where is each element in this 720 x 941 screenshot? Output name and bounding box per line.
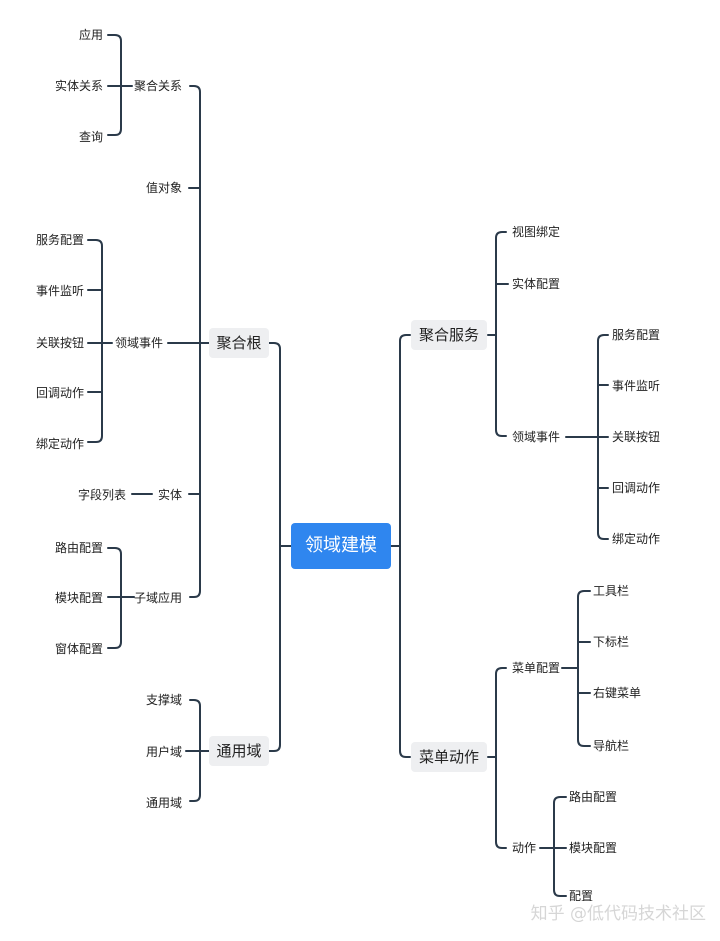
node-entity-config[interactable]: 实体配置 (512, 277, 561, 291)
node-subdomain-app[interactable]: 子域应用 (133, 591, 182, 605)
leaf-bind-action-left[interactable]: 绑定动作 (35, 437, 84, 451)
node-action[interactable]: 动作 (512, 841, 537, 855)
leaf-link-button-right[interactable]: 关联按钮 (612, 430, 661, 444)
node-agg-relation[interactable]: 聚合关系 (133, 79, 182, 93)
node-domain-event-left[interactable]: 领域事件 (114, 336, 163, 350)
leaf-support-domain[interactable]: 支撑域 (145, 693, 182, 707)
leaf-toolbar[interactable]: 工具栏 (593, 584, 630, 598)
leaf-event-listen-left[interactable]: 事件监听 (35, 284, 84, 298)
leaf-navbar[interactable]: 导航栏 (593, 739, 630, 753)
leaf-callback-action-left[interactable]: 回调动作 (35, 386, 84, 400)
leaf-bind-action-right[interactable]: 绑定动作 (612, 532, 661, 546)
node-domain-event-right[interactable]: 领域事件 (512, 430, 561, 444)
node-generic-domain[interactable]: 通用域 (209, 736, 269, 766)
leaf-query[interactable]: 查询 (78, 130, 103, 144)
leaf-app[interactable]: 应用 (78, 28, 103, 42)
node-entity[interactable]: 实体 (157, 488, 182, 502)
leaf-callback-action-right[interactable]: 回调动作 (612, 481, 661, 495)
node-menu-config[interactable]: 菜单配置 (512, 661, 561, 675)
leaf-field-list[interactable]: 字段列表 (77, 488, 126, 502)
leaf-entity-relation[interactable]: 实体关系 (54, 79, 103, 93)
node-view-binding[interactable]: 视图绑定 (512, 225, 561, 239)
leaf-service-config-left[interactable]: 服务配置 (35, 233, 84, 247)
leaf-module-config-right[interactable]: 模块配置 (569, 841, 618, 855)
leaf-context-menu[interactable]: 右键菜单 (593, 686, 642, 700)
node-aggregate-service[interactable]: 聚合服务 (411, 320, 487, 350)
watermark: 知乎 @低代码技术社区 (530, 904, 706, 924)
node-aggregate-root[interactable]: 聚合根 (209, 328, 269, 358)
leaf-link-button-left[interactable]: 关联按钮 (35, 336, 84, 350)
leaf-module-config-left[interactable]: 模块配置 (54, 591, 103, 605)
leaf-form-config-left[interactable]: 窗体配置 (54, 642, 103, 656)
leaf-route-config-right[interactable]: 路由配置 (569, 790, 618, 804)
leaf-route-config-left[interactable]: 路由配置 (54, 541, 103, 555)
leaf-user-domain[interactable]: 用户域 (145, 745, 182, 759)
leaf-event-listen-right[interactable]: 事件监听 (612, 379, 661, 393)
leaf-service-config-right[interactable]: 服务配置 (612, 328, 661, 342)
node-menu-action[interactable]: 菜单动作 (411, 742, 487, 772)
node-value-object[interactable]: 值对象 (145, 181, 182, 195)
leaf-bottom-bar[interactable]: 下标栏 (593, 635, 630, 649)
root-node[interactable]: 领域建模 (291, 523, 391, 569)
leaf-generic-domain[interactable]: 通用域 (145, 796, 182, 810)
leaf-config-right[interactable]: 配置 (569, 889, 594, 903)
